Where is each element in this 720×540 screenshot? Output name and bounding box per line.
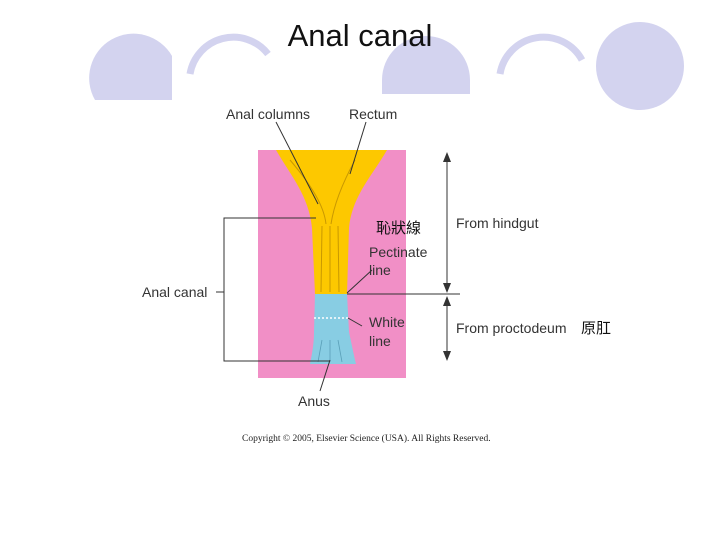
deco-circle-3 [382,36,470,94]
deco-circle-5 [596,22,684,110]
label-proctodeum-cjk: 原肛 [581,319,611,337]
leader-anus [319,359,331,392]
anal-canal-bracket [223,217,330,362]
label-anal-columns: Anal columns [226,106,310,122]
label-from-hindgut: From hindgut [456,215,539,231]
label-from-proctodeum: From proctodeum [456,320,566,336]
leader-rectum [349,121,367,175]
deco-circle-4 [496,33,586,75]
ectoderm-region [310,294,356,364]
label-pectinate-cjk: 恥狀線 [376,219,421,237]
label-rectum: Rectum [349,106,397,122]
label-pectinate-line-2: line [369,262,391,278]
label-pectinate-line-1: Pectinate [369,244,428,260]
deco-circle-2 [186,33,271,75]
slide-title: Anal canal [287,18,433,53]
label-anal-canal: Anal canal [142,284,207,300]
anus-striations [317,339,343,363]
anal-column-streaks [289,159,356,293]
copyright-notice: Copyright © 2005, Elsevier Science (USA)… [242,433,491,444]
leader-white-line [347,317,363,327]
leader-lines [216,121,460,392]
label-anus: Anus [298,393,330,409]
arrow-heads [443,152,451,361]
deco-circle-1 [89,33,172,101]
label-white-line-2: line [369,333,391,349]
leader-anal-columns [275,121,319,205]
leader-pectinate [346,269,373,294]
label-white-line-1: White [369,314,405,330]
